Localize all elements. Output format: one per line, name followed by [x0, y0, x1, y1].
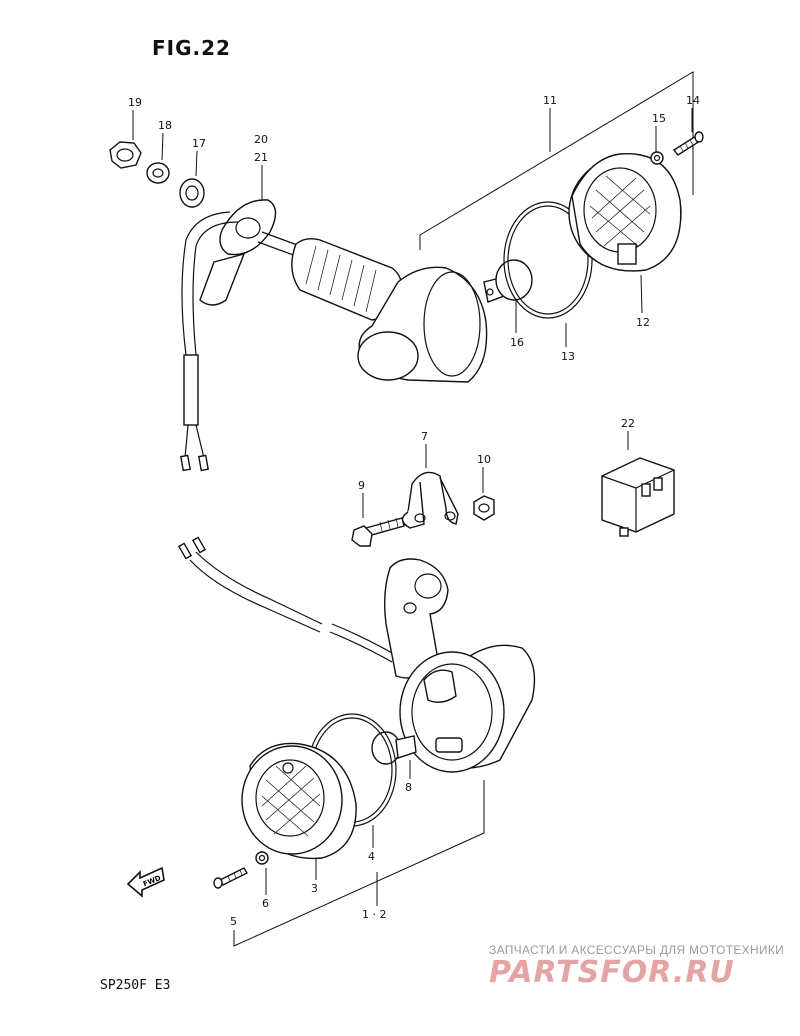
grommet-20-21	[199, 199, 277, 306]
label-8: 8	[405, 781, 412, 794]
lamp-housing-11	[357, 266, 488, 383]
label-20: 20	[254, 133, 268, 146]
clamp-7	[401, 471, 459, 529]
nut-10	[473, 495, 495, 521]
screw-14	[672, 131, 704, 156]
label-21: 21	[254, 151, 268, 164]
label-11: 11	[543, 94, 557, 107]
label-10: 10	[477, 453, 491, 466]
label-4: 4	[368, 850, 375, 863]
lower-lamp-housing	[399, 644, 536, 773]
gasket-13	[503, 201, 593, 319]
lens-3	[241, 742, 357, 860]
label-5: 5	[230, 915, 237, 928]
label-12: 12	[636, 316, 650, 329]
lens-12	[568, 153, 682, 272]
bulb-8	[371, 731, 417, 765]
label-13: 13	[561, 350, 575, 363]
nut-19	[109, 141, 142, 169]
label-1-2: 1 · 2	[362, 908, 387, 921]
screw-5	[213, 867, 248, 889]
label-18: 18	[158, 119, 172, 132]
washer-17	[179, 178, 205, 208]
relay-22	[601, 457, 675, 537]
label-22: 22	[621, 417, 635, 430]
watermark-tagline: ЗАПЧАСТИ И АКСЕССУАРЫ ДЛЯ МОТОТЕХНИКИ	[489, 943, 785, 957]
upper-wire-harness	[180, 211, 239, 472]
label-9: 9	[358, 479, 365, 492]
lower-wire-harness	[177, 536, 395, 663]
label-16: 16	[510, 336, 524, 349]
mounting-bracket	[383, 558, 449, 679]
label-6: 6	[262, 897, 269, 910]
watermark-brand: PARTSFOR.RU	[489, 955, 735, 990]
washer-15	[650, 151, 664, 165]
label-17: 17	[192, 137, 206, 150]
label-19: 19	[128, 96, 142, 109]
turn-signal-stem	[257, 231, 402, 321]
label-15: 15	[652, 112, 666, 125]
washer-6	[255, 851, 269, 865]
label-7: 7	[421, 430, 428, 443]
figure-title: FIG.22	[152, 36, 231, 60]
model-code: SP250F E3	[100, 978, 171, 993]
fwd-arrow-icon: FWD	[126, 866, 165, 898]
bolt-9	[351, 517, 405, 547]
label-3: 3	[311, 882, 318, 895]
leader-lines	[132, 71, 694, 947]
lock-washer-18	[146, 162, 170, 184]
